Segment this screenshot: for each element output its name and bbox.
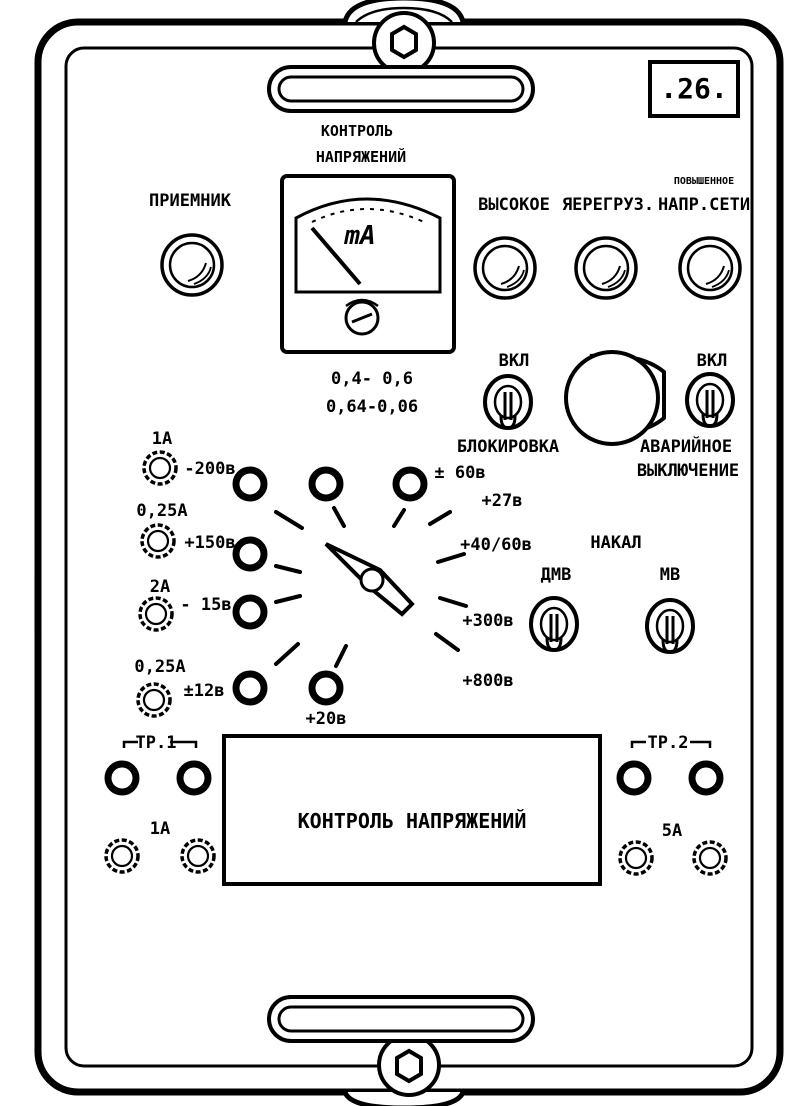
tr1-jack-1[interactable] <box>108 764 136 792</box>
tr2-label: ТР.2 <box>648 733 689 753</box>
selector-label-60: ± 60в <box>434 463 485 483</box>
fuse-left-holder-1[interactable] <box>104 838 140 874</box>
overload-lamp-icon <box>574 236 638 300</box>
fuse-1-holder[interactable] <box>142 450 178 486</box>
tr2-jack-1[interactable] <box>620 764 648 792</box>
milliammeter: mA <box>280 174 456 354</box>
meter-title-line2: НАПРЯЖЕНИЙ <box>316 147 406 166</box>
selector-label-27: +27в <box>482 491 523 511</box>
mains-lamp-icon <box>678 236 742 300</box>
selector-contact-7 <box>312 674 340 702</box>
tr1-jack-2[interactable] <box>180 764 208 792</box>
fuse-right-holder-1[interactable] <box>618 840 654 876</box>
tr2-jack-2[interactable] <box>692 764 720 792</box>
lock-label: БЛОКИРОВКА <box>457 437 559 457</box>
filament-label: НАКАЛ <box>590 533 641 553</box>
bottom-hanger <box>342 1033 466 1106</box>
emergency-label-line2: ВЫКЛЮЧЕНИЕ <box>637 461 739 481</box>
fuse-3-rating: 2А <box>150 577 170 597</box>
mains-label-top: ПОВЫШЕННОЕ <box>674 176 734 187</box>
selector-label-800: +800в <box>462 671 513 691</box>
meter-range-line1: 0,4- 0,6 <box>331 369 413 389</box>
fuse-4-rating: 0,25А <box>134 657 185 677</box>
fuse-1-rating: 1А <box>152 429 172 449</box>
selector-contact-1 <box>236 470 264 498</box>
plate-number: .26. <box>660 72 727 105</box>
selector-knob-pointer <box>324 542 415 617</box>
high-voltage-lamp-icon <box>473 236 537 300</box>
selector-contact-2 <box>312 470 340 498</box>
meter-unit: mA <box>343 221 375 251</box>
plate-number-box: .26. <box>648 60 740 118</box>
fuse-2-voltage: +150в <box>184 533 235 553</box>
emergency-on-label: ВКЛ <box>697 351 728 371</box>
voltage-control-window: КОНТРОЛЬ НАПРЯЖЕНИЙ <box>222 734 602 886</box>
voltage-selector[interactable] <box>236 470 468 702</box>
top-nut-icon <box>372 11 436 75</box>
meter-title-line1: КОНТРОЛЬ <box>321 122 393 140</box>
fuse-3-holder[interactable] <box>138 596 174 632</box>
fuse-left-holder-2[interactable] <box>180 838 216 874</box>
bottom-handle-slot <box>267 995 535 1043</box>
fuse-4-holder[interactable] <box>136 682 172 718</box>
selector-tick-marks <box>274 506 468 668</box>
fuse-2-rating: 0,25А <box>136 501 187 521</box>
fuse-1-voltage: -200в <box>184 459 235 479</box>
selector-contact-6 <box>236 674 264 702</box>
selector-contact-4 <box>236 540 264 568</box>
meter-needle <box>310 226 362 286</box>
mv-label: МВ <box>660 565 680 585</box>
selector-label-300: +300в <box>462 611 513 631</box>
overload-label: ЯЕРЕГРУЗ. <box>562 195 654 215</box>
fuse-4-voltage: ±12в <box>184 681 225 701</box>
top-hanger <box>342 0 466 75</box>
fuse-right-rating: 5А <box>662 821 682 841</box>
lock-on-label: ВКЛ <box>499 351 530 371</box>
mv-toggle-switch[interactable] <box>645 598 695 654</box>
mains-label: НАПР.СЕТИ <box>658 195 750 215</box>
fuse-2-holder[interactable] <box>140 523 176 559</box>
high-voltage-label: ВЫСОКОЕ <box>478 195 550 215</box>
emergency-stop-button[interactable] <box>564 350 666 446</box>
selector-contact-3 <box>396 470 424 498</box>
window-label: КОНТРОЛЬ НАПРЯЖЕНИЙ <box>298 809 527 833</box>
dmv-label: ДМВ <box>541 565 572 585</box>
emergency-label-line1: АВАРИЙНОЕ <box>640 435 732 457</box>
selector-label-20: +20в <box>306 709 347 729</box>
bottom-nut-icon <box>377 1033 441 1097</box>
receiver-lamp-icon <box>160 233 224 297</box>
receiver-label: ПРИЕМНИК <box>149 191 232 211</box>
top-handle-slot <box>267 65 535 113</box>
fuse-3-voltage: - 15в <box>180 595 231 615</box>
tr1-label: ТР.1 <box>136 733 177 753</box>
meter-range-line2: 0,64-0,06 <box>326 397 418 417</box>
dmv-toggle-switch[interactable] <box>529 596 579 652</box>
fuse-left-rating: 1А <box>150 819 170 839</box>
emergency-toggle-switch[interactable] <box>685 372 735 428</box>
zero-adjust-screw[interactable] <box>344 298 380 336</box>
lock-toggle-switch[interactable] <box>483 374 533 430</box>
selector-contact-5 <box>236 598 264 626</box>
selector-label-40-60: +40/60в <box>460 535 532 555</box>
fuse-right-holder-2[interactable] <box>692 840 728 876</box>
